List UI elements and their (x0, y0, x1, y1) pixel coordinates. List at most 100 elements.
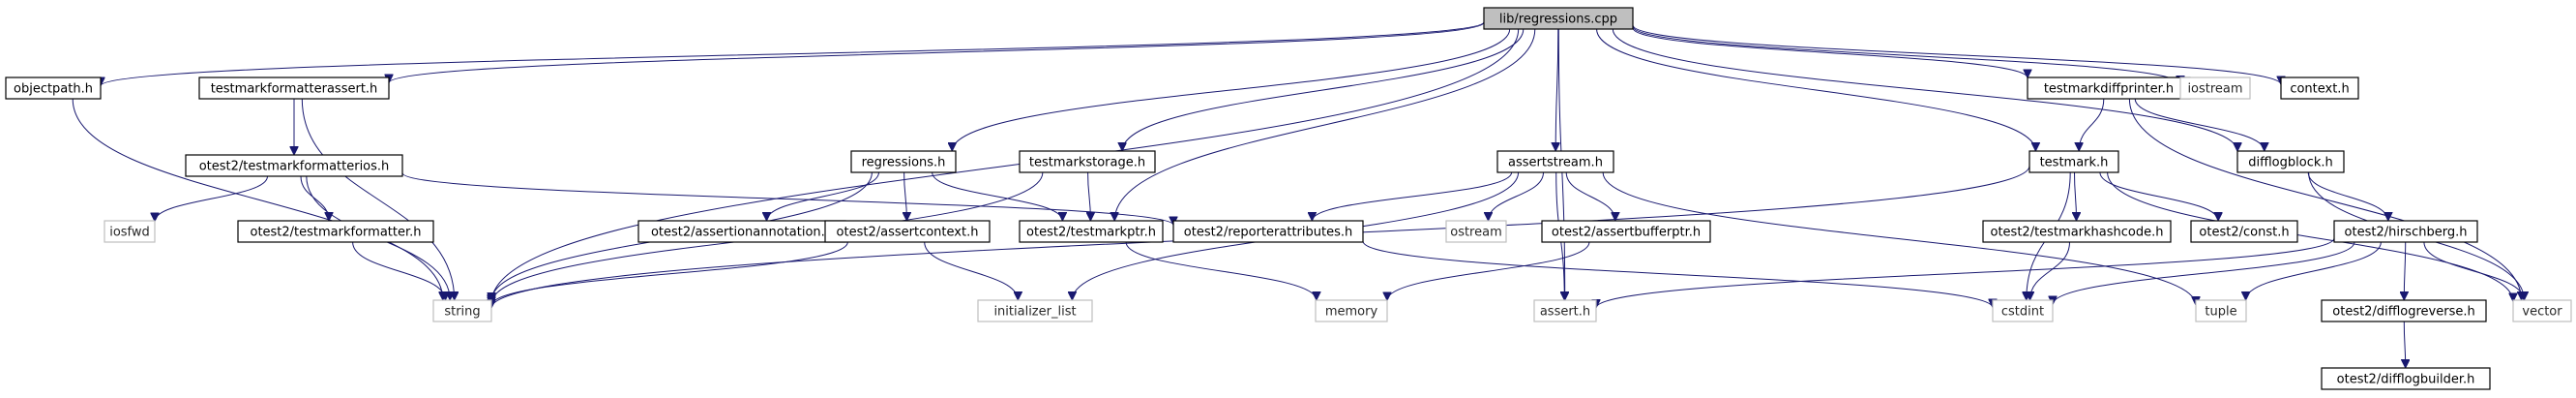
edge-tmfios-to-tmformatter (300, 175, 329, 221)
node-string[interactable]: string (432, 299, 492, 322)
node-box (5, 77, 102, 100)
edge-assertstream-to-assertbufptr (1565, 171, 1615, 222)
node-label: otest2/assertcontext.h (837, 226, 979, 240)
node-box (1982, 220, 2172, 243)
node-initlist[interactable]: initializer_list (977, 299, 1093, 322)
node-box (2280, 77, 2359, 100)
edge-tmstorage-to-tmptr (1088, 171, 1091, 221)
edge-root-to-objectpath (101, 21, 1485, 87)
node-const[interactable]: otest2/const.h (2190, 220, 2298, 243)
edge-difflogreverse-to-difflogbuilder (2404, 321, 2405, 368)
node-label: string (444, 305, 480, 320)
node-label: iosfwd (109, 226, 150, 240)
node-box (1445, 220, 1507, 243)
edge-tmhashcode-to-cstdint (2030, 241, 2070, 300)
node-label: memory (1325, 305, 1378, 320)
node-label: otest2/difflogreverse.h (2332, 305, 2474, 320)
node-box (2321, 367, 2491, 390)
node-tmptr[interactable]: otest2/testmarkptr.h (1019, 220, 1164, 243)
node-label: otest2/difflogbuilder.h (2337, 373, 2475, 387)
node-iostream[interactable]: iostream (2179, 77, 2251, 100)
node-vector[interactable]: vector (2512, 299, 2572, 322)
edge-hirschberg-to-cstdint (2053, 241, 2355, 305)
node-label: tuple (2205, 305, 2236, 320)
node-box (1172, 220, 1364, 243)
edge-regressions-to-assertcontext (904, 171, 907, 221)
node-label: otest2/testmarkformatterios.h (199, 160, 390, 174)
node-difflogbuilder[interactable]: otest2/difflogbuilder.h (2321, 367, 2491, 390)
node-label: objectpath.h (14, 82, 93, 97)
node-assertbufptr[interactable]: otest2/assertbufferptr.h (1541, 220, 1711, 243)
edge-root-to-assertstream (1555, 28, 1558, 151)
node-assertstream[interactable]: assertstream.h (1496, 150, 1614, 173)
node-box (432, 299, 492, 322)
node-box (824, 220, 991, 243)
node-box (2236, 150, 2345, 173)
node-label: otest2/testmarkformatter.h (250, 226, 421, 240)
node-tmformatter[interactable]: otest2/testmarkformatter.h (237, 220, 434, 243)
node-difflogreverse[interactable]: otest2/difflogreverse.h (2321, 299, 2487, 322)
edge-assertcontext-to-initlist (924, 241, 1019, 301)
edge-tmdiffprinter-to-vector (2128, 98, 2521, 300)
node-testmark[interactable]: testmark.h (2028, 150, 2119, 173)
node-label: otest2/const.h (2199, 226, 2289, 240)
node-box (2028, 150, 2119, 173)
node-assertannot[interactable]: otest2/assertionannotation.h (637, 220, 846, 243)
node-label: cstdint (2001, 305, 2044, 320)
node-label: testmarkstorage.h (1029, 156, 1145, 170)
node-tuple[interactable]: tuple (2195, 299, 2247, 322)
node-tmhashcode[interactable]: otest2/testmarkhashcode.h (1982, 220, 2172, 243)
node-tmdiffprinter[interactable]: testmarkdiffprinter.h (2027, 77, 2191, 100)
edge-root-to-regressions (952, 28, 1511, 151)
node-tmfios[interactable]: otest2/testmarkformatterios.h (185, 154, 403, 177)
node-box (2195, 299, 2247, 322)
edge-tmfios-to-iosfwd (155, 175, 268, 222)
edge-testmark-to-vector (2107, 171, 2513, 302)
node-assertcontext[interactable]: otest2/assertcontext.h (824, 220, 991, 243)
node-objectpath[interactable]: objectpath.h (5, 77, 102, 100)
node-label: testmarkformatterassert.h (211, 82, 378, 97)
node-asserth[interactable]: assert.h (1533, 299, 1597, 322)
edge-tmfassert-to-string (301, 98, 454, 300)
node-label: assert.h (1540, 305, 1590, 320)
node-box (1315, 299, 1388, 322)
edge-hirschberg-to-asserth (1596, 237, 2335, 309)
node-box (1019, 150, 1156, 173)
node-label: otest2/assertbufferptr.h (1552, 226, 1701, 240)
edge-root-to-context (1632, 24, 2281, 85)
node-label: otest2/hirschberg.h (2345, 226, 2468, 240)
node-cstdint[interactable]: cstdint (1992, 299, 2054, 322)
node-label: lib/regressions.cpp (1499, 13, 1617, 27)
node-tmfassert[interactable]: testmarkformatterassert.h (198, 77, 390, 100)
edge-root-to-tmstorage (1122, 28, 1525, 151)
edge-assertstream-to-repattr (1312, 171, 1513, 222)
node-ostream[interactable]: ostream (1445, 220, 1507, 243)
node-root[interactable]: lib/regressions.cpp (1483, 7, 1634, 30)
node-hirschberg[interactable]: otest2/hirschberg.h (2333, 220, 2478, 243)
node-label: iostream (2187, 82, 2242, 97)
node-regressions[interactable]: regressions.h (850, 150, 957, 173)
node-label: testmark.h (2040, 156, 2109, 170)
node-context[interactable]: context.h (2280, 77, 2359, 100)
edge-hirschberg-to-tuple (2246, 241, 2382, 301)
node-repattr[interactable]: otest2/reporterattributes.h (1172, 220, 1364, 243)
node-box (850, 150, 957, 173)
edge-hirschberg-to-difflogreverse (2404, 241, 2405, 300)
node-tmstorage[interactable]: testmarkstorage.h (1019, 150, 1156, 173)
edge-regressions-to-assertannot (767, 171, 879, 222)
edge-assertbufptr-to-memory (1387, 241, 1590, 301)
edge-assertstream-to-ostream (1489, 171, 1544, 222)
edge-root-to-string (491, 28, 1520, 303)
node-label: otest2/reporterattributes.h (1184, 226, 1352, 240)
node-label: context.h (2290, 82, 2349, 97)
node-iosfwd[interactable]: iosfwd (104, 220, 156, 243)
node-box (1019, 220, 1164, 243)
node-memory[interactable]: memory (1315, 299, 1388, 322)
node-difflogblock[interactable]: difflogblock.h (2236, 150, 2345, 173)
edge-root-to-tmfassert (389, 21, 1485, 84)
node-box (1533, 299, 1597, 322)
node-box (977, 299, 1093, 322)
node-label: testmarkdiffprinter.h (2044, 82, 2174, 97)
node-box (237, 220, 434, 243)
